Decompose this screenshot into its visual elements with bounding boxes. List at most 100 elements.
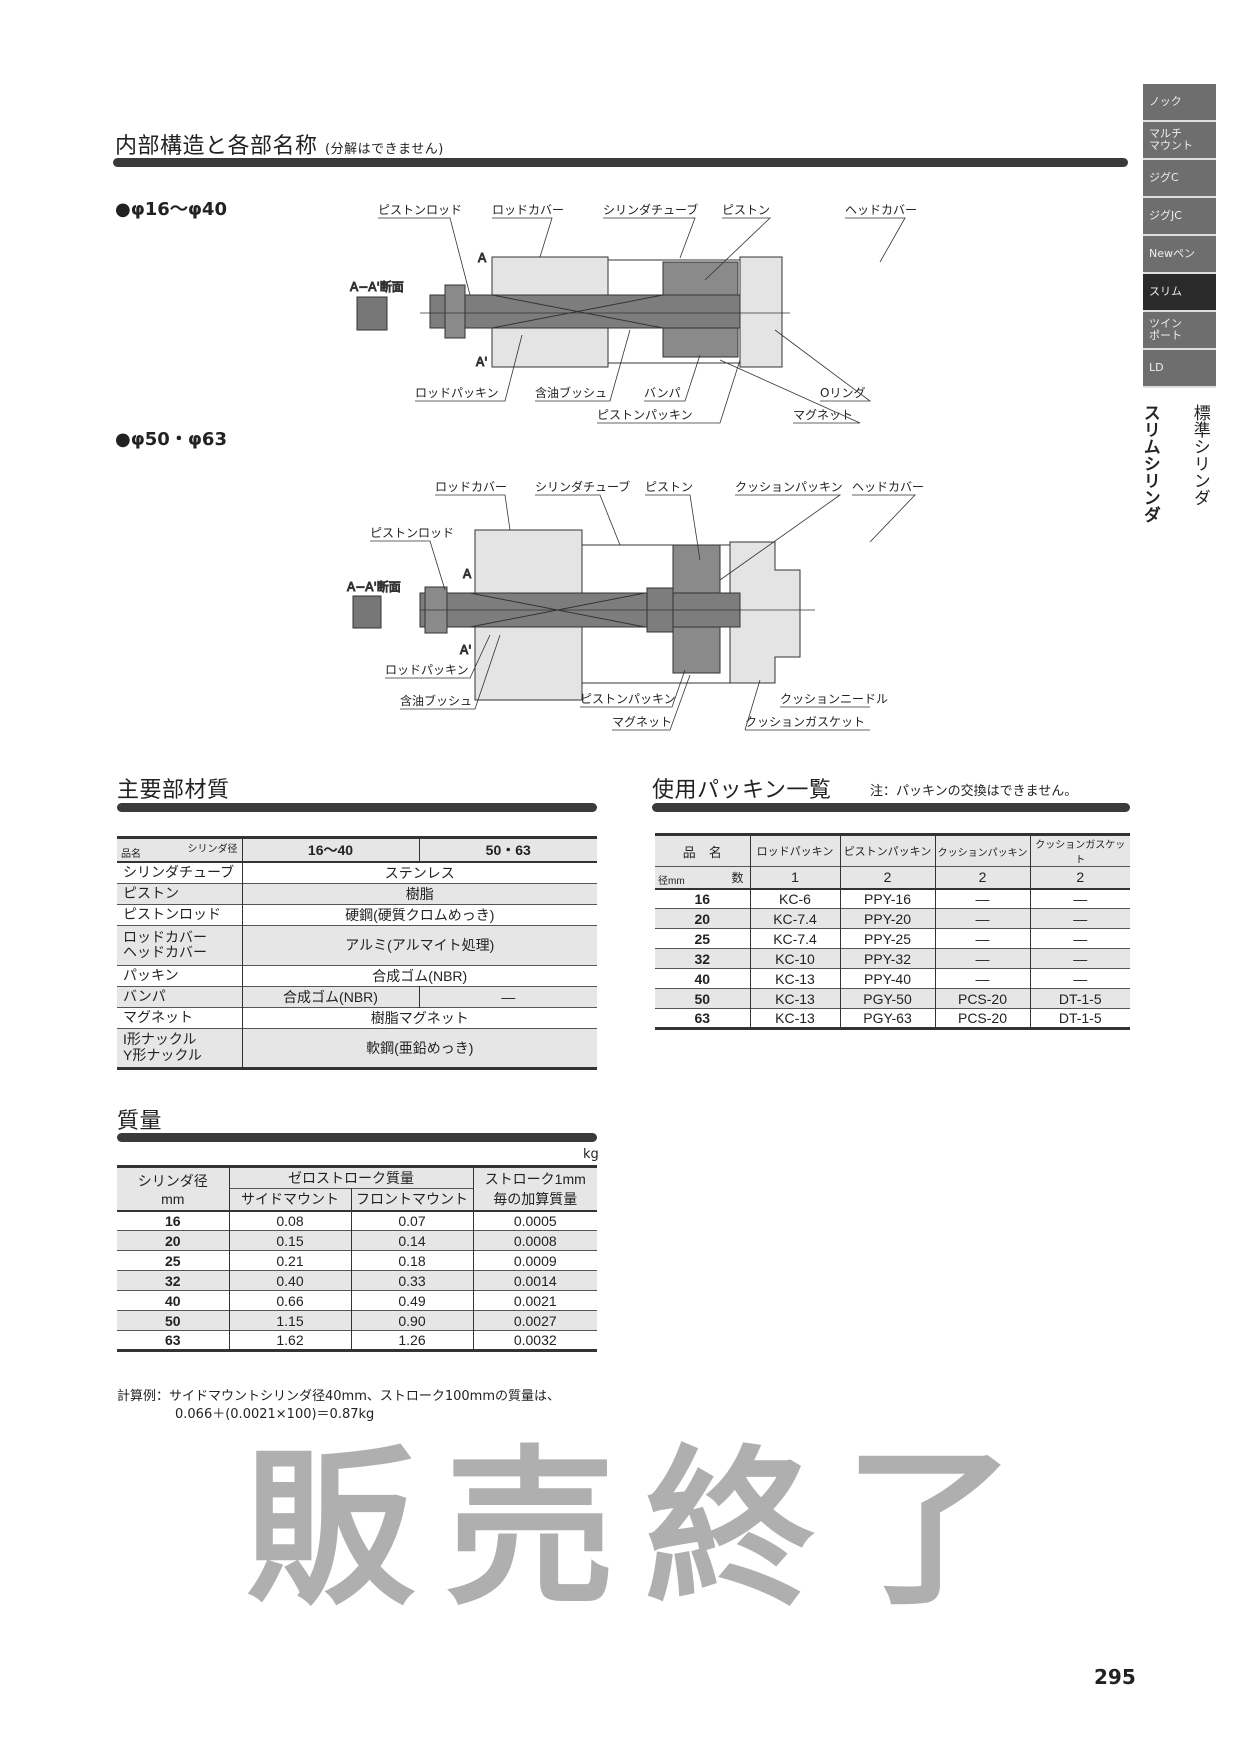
mass-cell: 0.18	[350, 1250, 473, 1271]
corner-cell: シリンダ径 品名	[117, 838, 242, 862]
table-row: I形ナックル Y形ナックル軟鋼(亜鉛めっき)	[117, 1028, 597, 1068]
packing-title: 使用パッキン一覧	[652, 778, 832, 803]
packing-cell: PPY-32	[839, 948, 935, 969]
packing-cell: PGY-63	[839, 1008, 935, 1029]
mass-cell: 0.21	[228, 1250, 351, 1271]
head-cover-shape	[739, 256, 783, 368]
label-piston-packing: ピストンパッキン	[597, 408, 693, 422]
mass-cell: 0.66	[228, 1290, 351, 1311]
material-part: I形ナックル Y形ナックル	[123, 1031, 202, 1063]
rod-shape	[429, 294, 741, 329]
material-value: 合成ゴム(NBR)	[241, 986, 419, 1007]
side-tab[interactable]: ツイン ポート	[1143, 312, 1216, 350]
materials-divider	[117, 803, 597, 812]
col-header-side-mount: サイドマウント	[228, 1188, 351, 1211]
bore-cell: 63	[164, 1332, 181, 1348]
packing-cell: —	[934, 948, 1030, 969]
bore-cell: 32	[164, 1272, 181, 1289]
material-part: マグネット	[123, 1008, 193, 1025]
label-tube: シリンダチューブ	[535, 479, 630, 494]
label-piston-rod: ピストンロッド	[378, 203, 462, 217]
packing-cell: —	[934, 888, 1030, 909]
mass-table: シリンダ径 mm ゼロストローク質量 ストローク1mm 毎の加算質量 サイドマウ…	[117, 1165, 597, 1352]
col-header: 50・63	[418, 837, 597, 862]
bore-cell: 40	[164, 1292, 181, 1309]
a-prime-mark: A'	[476, 355, 488, 369]
structure-title: 内部構造と各部名称	[115, 134, 318, 159]
mass-divider	[117, 1133, 597, 1142]
qty-cell: 2	[839, 866, 935, 889]
material-part: ロッドカバー ヘッドカバー	[123, 928, 207, 960]
packing-cell: KC-13	[749, 968, 840, 989]
side-tab[interactable]: ノック	[1143, 84, 1216, 122]
col-header: クッションパッキン	[934, 834, 1030, 867]
mass-cell: 0.0005	[472, 1210, 597, 1231]
side-tab[interactable]: スリム	[1143, 274, 1216, 312]
label-rod-cover: ロッドカバー	[435, 480, 507, 494]
label-bumper: バンパ	[644, 386, 681, 400]
col-header: 16〜40	[241, 837, 419, 862]
discontinued-watermark: 販売終了	[245, 1431, 1046, 1629]
label-rod-packing: ロッドパッキン	[385, 663, 469, 677]
packing-cell: PPY-20	[839, 908, 935, 929]
side-tab[interactable]: ジグJC	[1143, 198, 1216, 236]
bore-cell: 25	[694, 930, 711, 947]
mass-title: 質量	[117, 1109, 163, 1134]
corner-qty: 数	[731, 871, 744, 885]
bore-cell: 63	[694, 1010, 711, 1026]
side-tab[interactable]: マルチ マウント	[1143, 122, 1216, 160]
col-header-front-mount: フロントマウント	[350, 1188, 473, 1211]
packing-cell: DT-1-5	[1029, 988, 1130, 1009]
table-row: ロッドカバー ヘッドカバー アルミ(アルマイト処理)	[117, 925, 597, 965]
side-tab[interactable]: Newペン	[1143, 236, 1216, 274]
col-header-bore: シリンダ径 mm	[117, 1166, 229, 1212]
packing-table: 品 名 ロッドパッキン ピストンパッキン クッションパッキン クッションガスケッ…	[655, 833, 1130, 1030]
packing-cell: DT-1-5	[1029, 1008, 1130, 1029]
mass-cell: 0.0021	[472, 1290, 597, 1311]
calc-example-line1: 計算例：サイドマウントシリンダ径40mm、ストローク100mmの質量は、	[117, 1389, 561, 1404]
side-tab[interactable]: ジグC	[1143, 160, 1216, 198]
mass-cell: 0.0027	[472, 1310, 597, 1331]
materials-table: シリンダ径 品名 16〜40 50・63 シリンダチューブステンレスピストン樹脂…	[117, 836, 597, 1070]
label-magnet: マグネット	[793, 408, 853, 422]
label-rod-packing: ロッドパッキン	[415, 386, 499, 400]
label-cushion-needle: クッションニードル	[780, 692, 888, 706]
mass-cell: 0.0008	[472, 1230, 597, 1251]
packing-cell: PCS-20	[934, 1008, 1030, 1029]
section-label: A−A'断面	[347, 579, 401, 594]
mass-cell: 0.15	[228, 1230, 351, 1251]
material-part: ピストン	[123, 884, 179, 901]
side-tab[interactable]: LD	[1143, 350, 1216, 388]
material-value: アルミ(アルマイト処理)	[241, 925, 597, 965]
col-header-additional: ストローク1mm 毎の加算質量	[472, 1166, 597, 1212]
bore-cell: 20	[164, 1232, 181, 1249]
material-value: —	[418, 986, 597, 1007]
packing-cell: PCS-20	[934, 988, 1030, 1009]
corner-item-name: 品 名	[682, 844, 722, 860]
label-bush: 含油ブッシュ	[535, 385, 607, 400]
packing-cell: PPY-25	[839, 928, 935, 949]
packing-cell: —	[1029, 928, 1130, 949]
subheading-large-bore: ●φ50・φ63	[115, 429, 227, 450]
material-value: 樹脂マグネット	[241, 1007, 597, 1028]
material-part: パッキン	[123, 966, 179, 983]
material-part: シリンダチューブ	[123, 863, 235, 880]
mass-cell: 0.0014	[472, 1270, 597, 1291]
bore-cell: 32	[694, 950, 711, 967]
table-row: パッキン合成ゴム(NBR)	[117, 965, 597, 986]
subheading-small-bore: ●φ16〜φ40	[115, 199, 227, 220]
packing-cell: KC-6	[749, 888, 840, 909]
table-row: ピストンロッド硬鋼(硬質クロムめっき)	[117, 904, 597, 925]
table-row: マグネット 樹脂マグネット	[117, 1007, 597, 1028]
